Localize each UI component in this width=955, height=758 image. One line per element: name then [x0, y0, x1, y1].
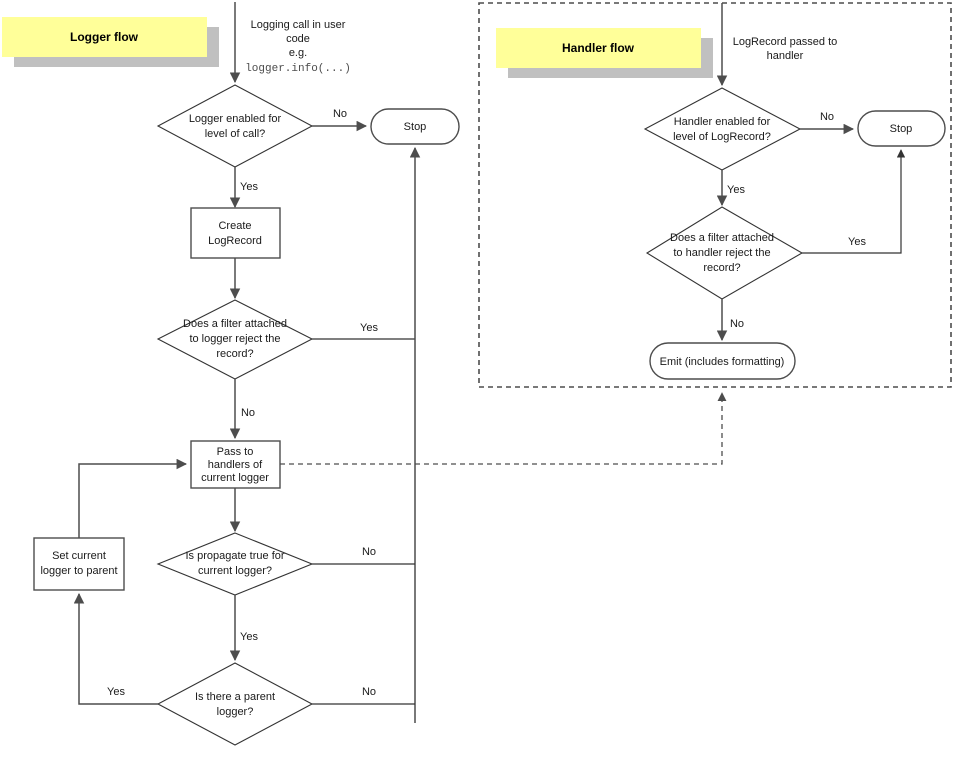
handler-enabled-decision: Handler enabled for level of LogRecord?: [643, 87, 802, 171]
edge-label-propagate-yes: Yes: [240, 631, 258, 643]
pass-to-handlers-line-2: handlers of: [208, 459, 263, 471]
handler-stop-label: Stop: [890, 123, 913, 135]
pass-to-handlers-line-1: Pass to: [217, 446, 254, 458]
handler-flow-group-border: [478, 2, 952, 388]
logger-banner-fill: [2, 17, 207, 57]
emit-shape: [649, 342, 796, 380]
edge-label-handler-filter-no: No: [730, 318, 744, 330]
handler-enabled-decision-line-1: Handler enabled for: [674, 116, 771, 128]
logger-enabled-decision-line-1: Logger enabled for: [189, 113, 282, 125]
set-current-logger-parent-shape: [33, 537, 125, 591]
logger-filter-decision-line-2: to logger reject the: [189, 333, 280, 345]
handler-enabled-decision-line-2: level of LogRecord?: [673, 131, 771, 143]
edge-label-parent-yes: Yes: [107, 686, 125, 698]
handler-flow-banner: Handler flow: [496, 28, 713, 78]
handler-filter-decision-line-1: Does a filter attached: [670, 232, 774, 244]
logger-flow-banner: Logger flow: [2, 17, 219, 67]
logger-entry-note-line-1: Logging call in user: [251, 19, 346, 31]
logger-stop-shape: [370, 108, 460, 145]
handler-entry-note-line-2: handler: [767, 50, 804, 62]
propagate-decision: Is propagate true for current logger?: [156, 532, 314, 596]
edge-label-handler-filter-yes: Yes: [848, 236, 866, 248]
logger-flow-banner-label: Logger flow: [70, 30, 139, 44]
edge-label-logger-enabled-no: No: [333, 108, 347, 120]
handler-flow-banner-label: Handler flow: [562, 41, 635, 55]
handler-filter-decision-line-3: record?: [703, 262, 740, 274]
logger-filter-decision: Does a filter attached to logger reject …: [156, 299, 314, 380]
handler-enabled-decision-shape: [643, 87, 802, 171]
create-logrecord-line-1: Create: [218, 220, 251, 232]
logger-entry-note-line-3: e.g.: [289, 47, 307, 59]
propagate-decision-line-2: current logger?: [198, 565, 272, 577]
handler-stop-shape: [857, 110, 946, 147]
create-logrecord-line-2: LogRecord: [208, 235, 262, 247]
logger-filter-decision-line-1: Does a filter attached: [183, 318, 287, 330]
handler-filter-decision: Does a filter attached to handler reject…: [645, 206, 804, 300]
set-current-logger-parent-line-2: logger to parent: [40, 565, 117, 577]
parent-logger-decision-line-1: Is there a parent: [195, 691, 275, 703]
handler-entry-note-line-1: LogRecord passed to: [733, 36, 838, 48]
edge-label-handler-enabled-no: No: [820, 111, 834, 123]
edge-label-propagate-no: No: [362, 546, 376, 558]
propagate-decision-line-1: Is propagate true for: [185, 550, 284, 562]
logger-stop-label: Stop: [404, 121, 427, 133]
edge-handlers-to-handler-flow: [280, 392, 727, 465]
parent-logger-decision-shape: [156, 662, 314, 746]
logger-filter-decision-line-3: record?: [216, 348, 253, 360]
logger-enabled-decision-line-2: level of call?: [205, 128, 266, 140]
set-current-logger-parent-line-1: Set current: [52, 550, 106, 562]
logger-enabled-decision-shape: [156, 84, 314, 168]
pass-to-handlers: Pass to handlers of current logger: [190, 440, 281, 489]
edge-label-handler-enabled-yes: Yes: [727, 184, 745, 196]
handler-stop: Stop: [857, 110, 946, 147]
logger-entry-note-code: logger.info(...): [245, 63, 351, 75]
handler-entry-note: LogRecord passed to handler: [733, 36, 838, 62]
edge-label-logger-enabled-yes: Yes: [240, 181, 258, 193]
edge-label-logger-filter-no: No: [241, 407, 255, 419]
create-logrecord-shape: [190, 207, 281, 259]
edge-label-parent-no: No: [362, 686, 376, 698]
handler-filter-decision-line-2: to handler reject the: [673, 247, 770, 259]
emit: Emit (includes formatting): [649, 342, 796, 380]
logger-stop: Stop: [370, 108, 460, 145]
logger-entry-note: Logging call in user code e.g. logger.in…: [245, 19, 351, 75]
edge-parent-yes: [73, 592, 158, 705]
handler-banner-fill: [496, 28, 701, 68]
set-current-logger-parent: Set current logger to parent: [33, 537, 125, 591]
edge-set-parent-to-handlers: [78, 458, 188, 538]
edge-label-logger-filter-yes: Yes: [360, 322, 378, 334]
logger-enabled-decision: Logger enabled for level of call?: [156, 84, 314, 168]
create-logrecord: Create LogRecord: [190, 207, 281, 259]
edge-handler-filter-yes: [802, 149, 906, 254]
pass-to-handlers-line-3: current logger: [201, 472, 269, 484]
logger-entry-note-line-2: code: [286, 33, 310, 45]
parent-logger-decision-line-2: logger?: [217, 706, 254, 718]
parent-logger-decision: Is there a parent logger?: [156, 662, 314, 746]
emit-label: Emit (includes formatting): [660, 356, 785, 368]
